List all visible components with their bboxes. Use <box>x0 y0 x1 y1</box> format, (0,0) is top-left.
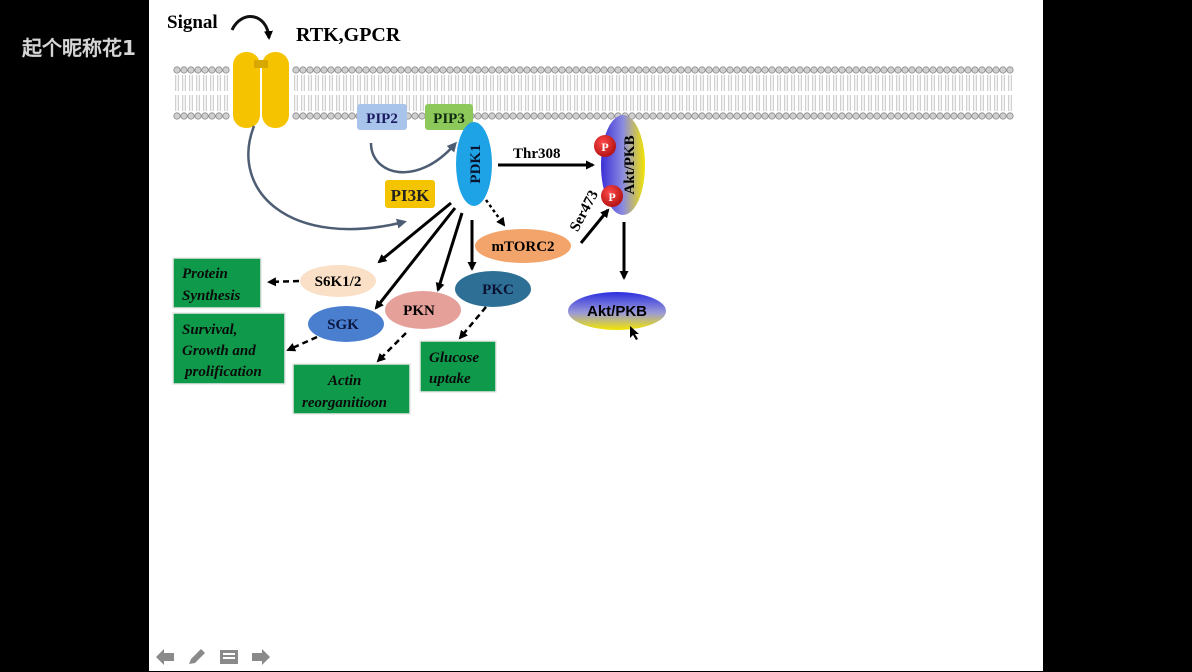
outcome-line: Growth and <box>182 343 256 359</box>
phospho-ser473-label: P <box>608 190 615 204</box>
akt-free-label: Akt/PKB <box>587 303 647 320</box>
thr308-label: Thr308 <box>513 146 561 162</box>
pkn-node <box>385 291 461 329</box>
outcome-line: Synthesis <box>182 288 241 304</box>
menu-icon[interactable] <box>218 647 240 667</box>
sgk-label: SGK <box>327 317 359 333</box>
phospho-thr308-label: P <box>601 140 608 154</box>
phospho-ser473 <box>601 185 623 207</box>
pkc-label: PKC <box>482 282 514 298</box>
sgk-node <box>308 306 384 342</box>
pdk1-node <box>456 122 492 206</box>
pdk1-to-sgk-arrow <box>374 207 457 310</box>
pkc-node <box>455 271 531 307</box>
s6k-label: S6K1/2 <box>315 274 362 290</box>
watermark: 起个昵称花1 <box>22 36 136 60</box>
arrow-left-icon[interactable] <box>154 647 176 667</box>
s6k-to-protein-arrow <box>267 277 300 287</box>
receptor <box>233 52 289 128</box>
akt-membrane-label: Akt/PKB <box>622 135 638 194</box>
mtorc2-label: mTORC2 <box>491 239 554 255</box>
outcome-actin: Actin reorganitioon <box>292 363 411 415</box>
outcome-line: Glucose <box>429 350 479 366</box>
outcome-line: prolification <box>183 364 262 380</box>
pip2-to-pip3-arrow <box>369 141 457 174</box>
mouse-cursor-icon <box>630 326 639 340</box>
pkn-label: PKN <box>403 303 435 319</box>
pen-icon[interactable] <box>186 647 208 667</box>
sgk-to-survival-arrow <box>286 335 318 352</box>
slide: Signal RTK,GPCR PIP2 PIP3 PI3K PDK1 Thr3… <box>149 0 1043 671</box>
outcome-glucose: Glucose uptake <box>419 340 497 393</box>
akt-free-node <box>568 292 666 330</box>
signal-binding-arrow <box>230 15 273 40</box>
outcome-line: Actin <box>327 373 361 389</box>
arrow-right-icon[interactable] <box>250 647 272 667</box>
pkn-to-actin-arrow <box>376 332 407 363</box>
pip2-label: PIP2 <box>366 111 398 127</box>
outcome-protein-synthesis: Protein Synthesis <box>172 257 262 309</box>
slide-navigation <box>154 647 272 667</box>
s6k-node <box>300 265 376 297</box>
mtorc2-node <box>475 229 571 263</box>
pi3k-box <box>385 180 435 208</box>
pi3k-label: PI3K <box>391 186 431 205</box>
pathway-diagram: Signal RTK,GPCR PIP2 PIP3 PI3K PDK1 Thr3… <box>167 12 1014 415</box>
pdk1-to-mtorc2-arrow <box>484 199 506 227</box>
ser473-arrow <box>579 208 610 244</box>
ser473-label: Ser473 <box>567 188 602 235</box>
signal-label: Signal <box>167 12 218 33</box>
receptor-to-pi3k-arrow <box>247 125 407 231</box>
pdk1-to-pkn-arrow <box>435 212 464 292</box>
outcome-line: reorganitioon <box>302 395 387 411</box>
outcome-line: Protein <box>182 266 228 282</box>
pip2-box <box>357 104 407 130</box>
outcome-line: Survival, <box>182 322 237 338</box>
cell-membrane <box>173 66 1014 120</box>
pip3-label: PIP3 <box>433 111 465 127</box>
pdk1-label: PDK1 <box>468 144 484 183</box>
phospho-thr308 <box>594 135 616 157</box>
pip3-box <box>425 104 473 130</box>
receptor-label: RTK,GPCR <box>296 24 401 46</box>
pdk1-to-s6k-arrow <box>377 201 452 264</box>
outcome-survival: Survival, Growth and prolification <box>172 312 286 385</box>
outcome-line: uptake <box>429 371 471 387</box>
pkc-to-glucose-arrow <box>458 306 487 340</box>
